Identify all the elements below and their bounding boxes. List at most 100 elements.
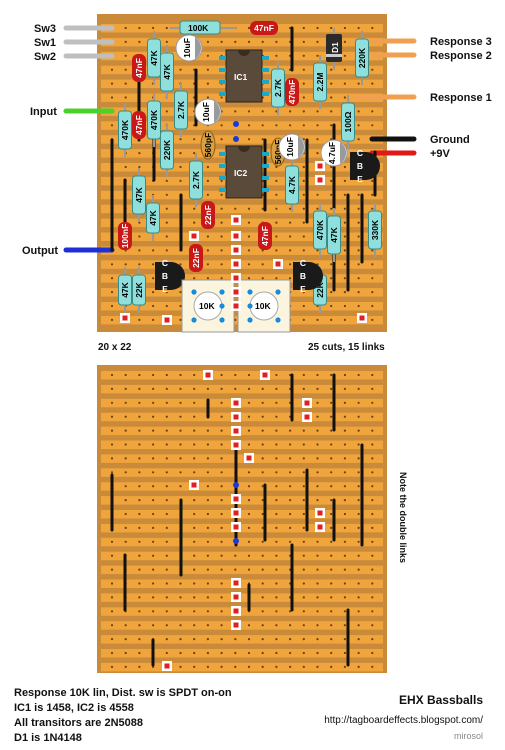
- hole: [193, 512, 196, 516]
- resistor-label: 22K: [315, 281, 325, 297]
- copper-strip: [101, 232, 383, 241]
- hole: [357, 82, 360, 85]
- hole: [206, 82, 209, 85]
- hole: [165, 596, 168, 599]
- copper-strip: [101, 551, 383, 561]
- hole: [261, 207, 264, 210]
- hole: [206, 512, 209, 516]
- hole: [124, 40, 127, 44]
- hole: [152, 304, 155, 308]
- hole: [371, 318, 374, 321]
- hole: [179, 429, 182, 432]
- hole: [179, 68, 182, 71]
- hole: [316, 471, 319, 474]
- hole: [124, 415, 127, 418]
- hole: [302, 512, 305, 516]
- hole: [316, 110, 319, 113]
- hole: [275, 568, 278, 571]
- copper-strip: [101, 218, 383, 228]
- hole: [302, 110, 305, 113]
- hole: [179, 638, 182, 641]
- resistor-body: [355, 38, 369, 78]
- hole: [193, 624, 196, 627]
- hole: [165, 443, 168, 446]
- hole: [247, 387, 251, 390]
- hole: [165, 457, 168, 460]
- hole: [371, 68, 374, 71]
- ceramic-cap-label: 560pF: [203, 133, 213, 158]
- hole: [220, 526, 223, 530]
- hole: [343, 485, 346, 488]
- hole: [289, 624, 292, 627]
- hole: [289, 665, 292, 669]
- hole: [165, 110, 168, 113]
- hole: [138, 457, 141, 460]
- hole: [247, 249, 251, 252]
- hole: [138, 263, 141, 266]
- hole: [193, 582, 196, 585]
- hole: [343, 387, 346, 390]
- hole: [234, 373, 237, 377]
- ic-pin: [219, 176, 226, 180]
- hole: [124, 526, 127, 530]
- hole: [302, 165, 305, 169]
- hole: [179, 373, 182, 377]
- hole: [152, 457, 155, 460]
- hole: [275, 249, 278, 252]
- resistor-label: 2.7K: [191, 170, 201, 189]
- hole: [179, 138, 182, 141]
- pot-right: 10K: [237, 279, 291, 333]
- hole: [343, 96, 346, 99]
- hole: [220, 221, 223, 224]
- hole: [275, 401, 278, 404]
- hole: [247, 124, 251, 127]
- hole: [316, 415, 319, 418]
- resistor-label: 100Ω: [343, 111, 353, 132]
- hole: [206, 179, 209, 182]
- hole: [289, 540, 292, 543]
- hole: [247, 221, 251, 224]
- hole: [234, 110, 237, 113]
- hole: [152, 26, 155, 30]
- hole: [110, 651, 114, 655]
- hole: [289, 263, 292, 266]
- hole: [357, 526, 360, 530]
- hole: [138, 415, 141, 418]
- hole: [152, 485, 155, 488]
- note-line: All transitors are 2N5088: [14, 717, 144, 729]
- hole: [357, 471, 360, 474]
- resistor-body: [271, 68, 285, 108]
- hole: [357, 207, 360, 210]
- hole: [165, 429, 168, 432]
- hole: [124, 68, 127, 71]
- ground-label: Ground: [430, 134, 470, 146]
- hole: [110, 624, 114, 627]
- hole: [343, 401, 346, 404]
- hole: [343, 624, 346, 627]
- hole: [302, 540, 305, 543]
- hole: [179, 485, 182, 488]
- hole: [234, 318, 237, 321]
- blog-url[interactable]: http://tagboardeffects.blogspot.com/: [324, 715, 483, 726]
- hole: [220, 235, 223, 238]
- hole: [220, 638, 223, 641]
- hole: [247, 512, 251, 516]
- hole: [330, 277, 333, 280]
- hole: [316, 373, 319, 377]
- hole: [247, 429, 251, 432]
- hole: [289, 526, 292, 530]
- hole: [357, 373, 360, 377]
- hole: [275, 193, 278, 196]
- hole: [165, 401, 168, 404]
- hole: [302, 651, 305, 655]
- copper-strip: [101, 607, 383, 616]
- transistor-body: [293, 262, 323, 290]
- hole: [110, 443, 114, 446]
- resistor-label: 22K: [134, 281, 144, 297]
- copper-strip: [101, 523, 383, 533]
- film-cap-body: [132, 111, 146, 139]
- copper-strip: [101, 398, 383, 408]
- hole: [261, 512, 264, 516]
- build-notes: Response 10K lin, Dist. sw is SPDT on-on…: [14, 686, 232, 746]
- hole: [247, 401, 251, 404]
